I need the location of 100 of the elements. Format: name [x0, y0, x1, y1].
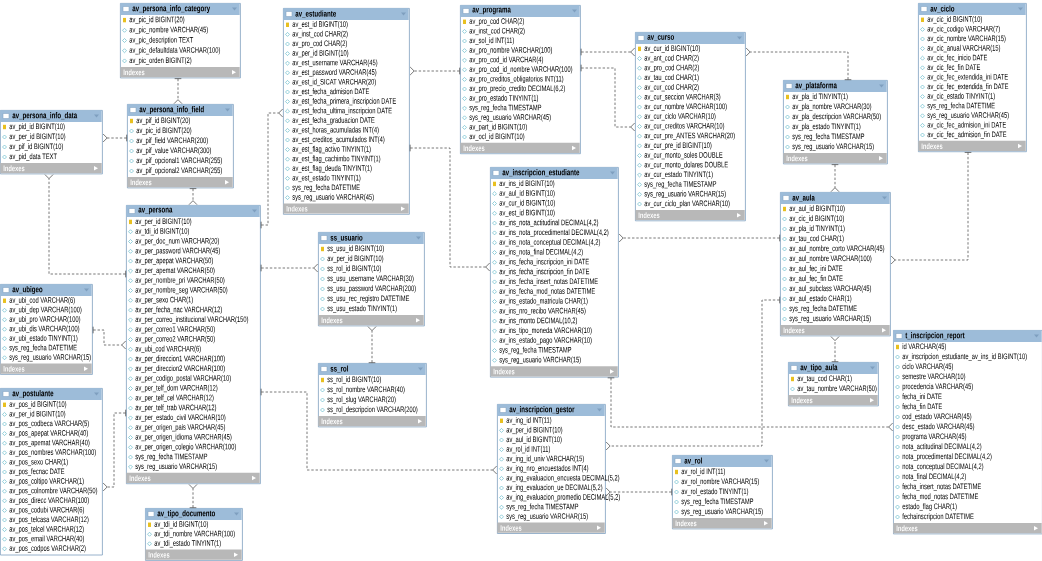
column-name: sys_reg_usuario VARCHAR(15) [644, 190, 726, 199]
relationship-line [44, 174, 126, 278]
column-name: av_pif_opcional2 VARCHAR(255) [136, 167, 222, 175]
column-name: ss_usu_password VARCHAR(200) [327, 285, 416, 293]
indexes-bar: Indexes [126, 472, 260, 483]
relationship-line [260, 108, 283, 229]
column-name: av_per_id BIGINT(10) [506, 426, 563, 435]
column-name: fecha_mod_notas DATETIME [902, 493, 979, 501]
relationship-line [745, 47, 852, 80]
column-name: av_pos_telcel VARCHAR(12) [9, 525, 84, 534]
table-header: ss_rol [318, 363, 426, 375]
column-name: av_est_horas_acumuladas INT(4) [292, 126, 379, 135]
column-name: av_inst_cod CHAR(2) [292, 30, 348, 39]
column-name: av_per_direccion1 VARCHAR(100) [135, 355, 225, 363]
column-name: av_pla_estado TINYINT(1) [792, 123, 861, 131]
column-name: av_pic_id BIGINT(20) [136, 127, 192, 135]
column-name: sys_reg_fecha DATETIME [789, 305, 857, 313]
column-name: av_ins_fecha_insert_notas DATETIME [499, 278, 598, 286]
column-name: nota_actitudinal DECIMAL(4,2) [902, 443, 982, 451]
column-name: av_pos_telcasa VARCHAR(12) [9, 516, 89, 524]
column-name: av_per_sexo CHAR(1) [135, 296, 193, 305]
column-name: sys_reg_fecha TIMESTAMP [792, 133, 865, 141]
column-name: av_cic_id BIGINT(10) [789, 215, 844, 223]
indexes-bar: Indexes [672, 518, 772, 529]
column-name: av_pif_id BIGINT(20) [136, 117, 190, 125]
column-name: sys_reg_usuario VARCHAR(15) [506, 513, 588, 521]
column-name: av_tau_cod CHAR(1) [789, 235, 844, 243]
column-name: nota_conceptual DECIMAL(4,2) [902, 463, 984, 471]
column-name: av_cur_creditos VARCHAR(10) [644, 122, 725, 131]
column-name: av_pro_cod_id VARCHAR(4) [469, 56, 544, 64]
column-name: sys_reg_usuario VARCHAR(15) [789, 315, 871, 323]
relationship-line [580, 47, 635, 57]
column-name: av_cic_nombre VARCHAR(15) [927, 35, 1006, 43]
column-name: av_est_id BIGINT(10) [292, 21, 348, 29]
column-name: av_cur_monto_soles DOUBLE [644, 151, 723, 160]
column-name: av_ubi_pro VARCHAR(100) [9, 316, 81, 324]
column-name: av_pos_codubi VARCHAR(6) [9, 506, 85, 515]
column-name: av_tau_cod CHAR(1) [644, 74, 699, 82]
column-name: av_est_creditos_acumulados INT(4) [292, 136, 385, 144]
column-name: av_est_username VARCHAR(45) [292, 59, 378, 67]
column-name: av_cic_estado TINYINT(1) [927, 92, 995, 101]
column-name: av_cur_id BIGINT(10) [644, 45, 700, 53]
indexes-bar: Indexes [780, 325, 890, 336]
relationship-line [188, 484, 198, 508]
column-name: ss_rol_slug VARCHAR(20) [327, 396, 396, 404]
relationship-line [260, 388, 497, 475]
column-name: av_cic_fec_admision_ini DATE [927, 121, 1006, 130]
table-header: av_plataforma [783, 80, 887, 92]
indexes-bar: Indexes [635, 209, 745, 221]
column-name: sys_reg_usuario VARCHAR(15) [135, 463, 217, 471]
relationship-line [409, 66, 460, 76]
column-name: av_tdi_id BIGINT(10) [154, 521, 208, 529]
column-name: av_ins_fecha_inscripcion_ini DATE [499, 258, 589, 267]
column-name: av_cur_id BIGINT(10) [499, 199, 555, 208]
column-name: av_est_fecha_graduacion DATE [292, 117, 375, 125]
table-header: av_persona_info_category [120, 3, 240, 15]
indexes-bar: Indexes [460, 142, 580, 153]
table-header: ss_usuario [318, 232, 424, 244]
indexes-bar: Indexes [283, 203, 409, 214]
column-name: av_pos_codbeca VARCHAR(5) [9, 420, 89, 428]
column-name: av_ocl_id BIGINT(10) [469, 133, 525, 141]
column-name: av_ubi_dis VARCHAR(100) [9, 325, 80, 333]
relationship-line [409, 144, 490, 272]
column-name: av_cur_cod CHAR(2) [644, 83, 699, 92]
indexes-bar: Indexes [127, 177, 233, 188]
relationship-line [607, 377, 893, 432]
relationship-line [188, 188, 198, 205]
column-name: av_ing_nro_encuestados INT(4) [506, 465, 589, 473]
column-name: av_ins_nota_actitudinal DECIMAL(4,2) [499, 219, 599, 227]
column-name: sys_reg_fecha DATETIME [292, 184, 360, 192]
column-name: sys_reg_usuario VARCHAR(15) [499, 356, 581, 365]
column-name: av_per_origen_pais VARCHAR(45) [135, 423, 226, 432]
relationship-line [618, 233, 780, 243]
column-name: av_per_correo_institucional VARCHAR(150) [135, 316, 249, 324]
column-name: ss_usu_username VARCHAR(30) [327, 275, 414, 283]
table-header: av_ciclo [918, 3, 1026, 15]
column-name: av_pro_cod CHAR(2) [292, 40, 347, 48]
column-name: sys_reg_fecha TIMESTAMP [681, 498, 754, 506]
indexes-bar: Indexes [120, 67, 240, 78]
column-name: av_cur_seccion VARCHAR(3) [644, 93, 721, 102]
column-name: av_aul_id BIGINT(10) [506, 436, 562, 444]
column-name: av_per_telf_cel VARCHAR(12) [135, 394, 214, 403]
column-name: ss_usu_rec_registro DATETIME [327, 295, 410, 303]
column-name: ss_usu_estado TINYINT(1) [327, 305, 397, 313]
column-name: av_per_apemat VARCHAR(50) [135, 267, 215, 275]
column-name: ss_usu_id BIGINT(10) [327, 245, 384, 253]
column-name: sys_reg_fecha DATETIME [9, 344, 77, 352]
relationship-line [605, 487, 672, 497]
column-name: av_per_apepat VARCHAR(50) [135, 257, 213, 265]
column-name: av_rol_estado TINYINT(1) [681, 488, 749, 496]
column-name: av_tau_nombre VARCHAR(50) [797, 385, 877, 393]
table-header: av_postulante [0, 388, 102, 400]
column-name: ciclo VARCHAR(45) [902, 363, 953, 371]
column-name: av_pos_apepat VARCHAR(40) [9, 429, 88, 438]
column-name: sys_reg_fecha TIMESTAMP [135, 453, 208, 461]
column-name: av_pic_nombre VARCHAR(45) [129, 26, 208, 34]
column-name: av_est_estado TINYINT(1) [292, 174, 361, 183]
column-name: av_ins_nota_final DECIMAL(4,2) [499, 248, 583, 257]
column-name: av_pro_nombre VARCHAR(100) [469, 46, 553, 55]
column-name: av_ant_cod CHAR(2) [644, 54, 699, 63]
